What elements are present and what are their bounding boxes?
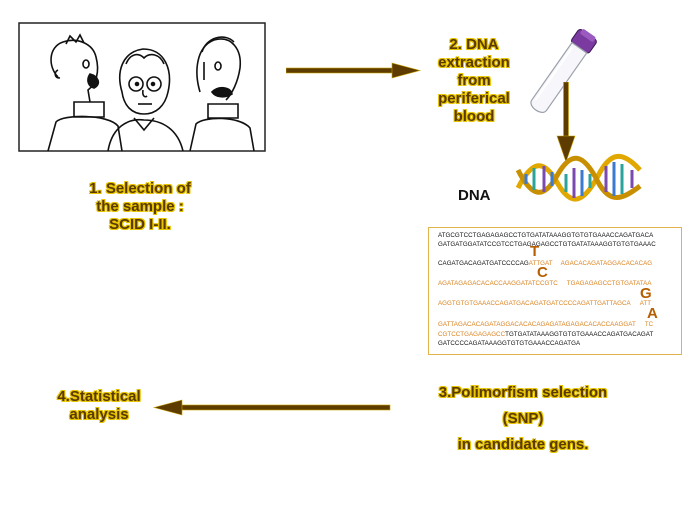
dna-label: DNA bbox=[458, 187, 491, 204]
sequence-line-4-part-b: TGAGAGAGCCTGTGATATAA bbox=[566, 280, 652, 287]
sequence-line-5: AGGTGTGTGAAACCAGATGACAGATGATCCCCAGATTGAT… bbox=[438, 300, 651, 308]
step-2-line-1: 2. DNA bbox=[449, 36, 499, 53]
blood-test-tube-icon bbox=[530, 29, 597, 113]
right-person-figure bbox=[189, 36, 255, 152]
dna-helix-icon bbox=[515, 153, 642, 202]
step-3-line-2: (SNP) bbox=[502, 410, 544, 427]
arrow-to-extraction bbox=[286, 62, 422, 79]
step-2-line-5: blood bbox=[453, 108, 495, 125]
sequence-line-6-part-a: GATTAGACACAGATAGGACACACAGAGATAGAGACACACC… bbox=[438, 321, 636, 328]
sequence-line-7-part-a: CGTCCTGAGAGAGCC bbox=[438, 331, 506, 338]
step-2-line-3: from bbox=[457, 72, 491, 89]
step-1-line-2: the sample : bbox=[96, 198, 184, 215]
sequence-line-6: GATTAGACACAGATAGGACACACAGAGATAGAGACACACC… bbox=[438, 321, 653, 329]
sequence-line-7-part-b: TGTGATATAAAGGTGTGTGAAACCAGATGACAGAT bbox=[505, 331, 654, 338]
snp-letter-c: C bbox=[537, 264, 548, 281]
arrow-to-dna bbox=[556, 82, 576, 163]
step-3-line-3: in candidate gens. bbox=[457, 436, 589, 453]
dna-sequence-box: A T G CGTCCTGAGAGAGCCTGTGATATAAAGGTGTGTGAAA… bbox=[428, 227, 682, 355]
sequence-line-7: CGTCCTGAGAGAGCCTGTGATATAAAGGTGTGTGAAACCA… bbox=[438, 331, 653, 339]
step-2-label: 2. DNA extraction from periferical blood bbox=[426, 36, 522, 126]
sequence-line-3-part-b: ATTGAT bbox=[528, 260, 553, 267]
step-3-label: 3.Polimorfism selection (SNP) in candida… bbox=[418, 380, 628, 458]
step-4-line-1: 4.Statistical bbox=[57, 388, 141, 405]
snp-letter-t: T bbox=[530, 243, 540, 260]
step-1-line-3: SCID I-II. bbox=[109, 216, 171, 233]
sequence-line-4-part-a: AGATAGAGACACACCAAGGATATCCGTC bbox=[438, 280, 558, 287]
sequence-line-6-part-b: TC bbox=[644, 321, 654, 328]
step-2-line-2: extraction bbox=[438, 54, 510, 71]
sequence-line-3-part-c: AGACACAGATAGGACACACAG bbox=[560, 260, 653, 267]
step-4-label: 4.Statistical analysis bbox=[44, 388, 154, 424]
sequence-line-1: ATGCGTCCTGAGAGAGCCTGTGATATAAAGGTGTGTGAAA… bbox=[438, 232, 654, 239]
sequence-line-2: GATGATGGATATCCGTCCTGAGAGAGCCTGTGATATAAAG… bbox=[438, 241, 656, 248]
step-3-line-1: 3.Polimorfism selection bbox=[438, 384, 608, 401]
step-4-line-2: analysis bbox=[69, 406, 129, 423]
sequence-line-5-part-b: ATT bbox=[639, 300, 652, 307]
sequence-line-5-part-a: AGGTGTGTGAAACCAGATGACAGATGATCCCCAGATTGAT… bbox=[438, 300, 631, 307]
sequence-line-8: GATCCCCAGATAAAGGTGTGTGAAACCAGATGA bbox=[438, 340, 581, 347]
snp-letter-a: A bbox=[647, 305, 658, 322]
step-1-line-1: 1. Selection of bbox=[89, 180, 191, 197]
left-person-figure bbox=[47, 33, 123, 152]
snp-letter-g: G bbox=[640, 285, 652, 302]
sample-selection-illustration bbox=[18, 22, 266, 152]
step-1-label: 1. Selection of the sample : SCID I-II. bbox=[76, 180, 204, 234]
arrow-to-statistical-analysis bbox=[152, 399, 391, 416]
sequence-line-3: CAGATGACAGATGATCCCCAGATTGAT AGACACAGATAGG… bbox=[438, 260, 652, 268]
sequence-line-4: AGATAGAGACACACCAAGGATATCCGTC TGAGAGAGCCTG… bbox=[438, 280, 652, 288]
step-2-line-4: periferical bbox=[438, 90, 510, 107]
middle-person-figure bbox=[107, 48, 184, 152]
sequence-line-3-part-a: CAGATGACAGATGATCCCCAG bbox=[438, 260, 529, 267]
